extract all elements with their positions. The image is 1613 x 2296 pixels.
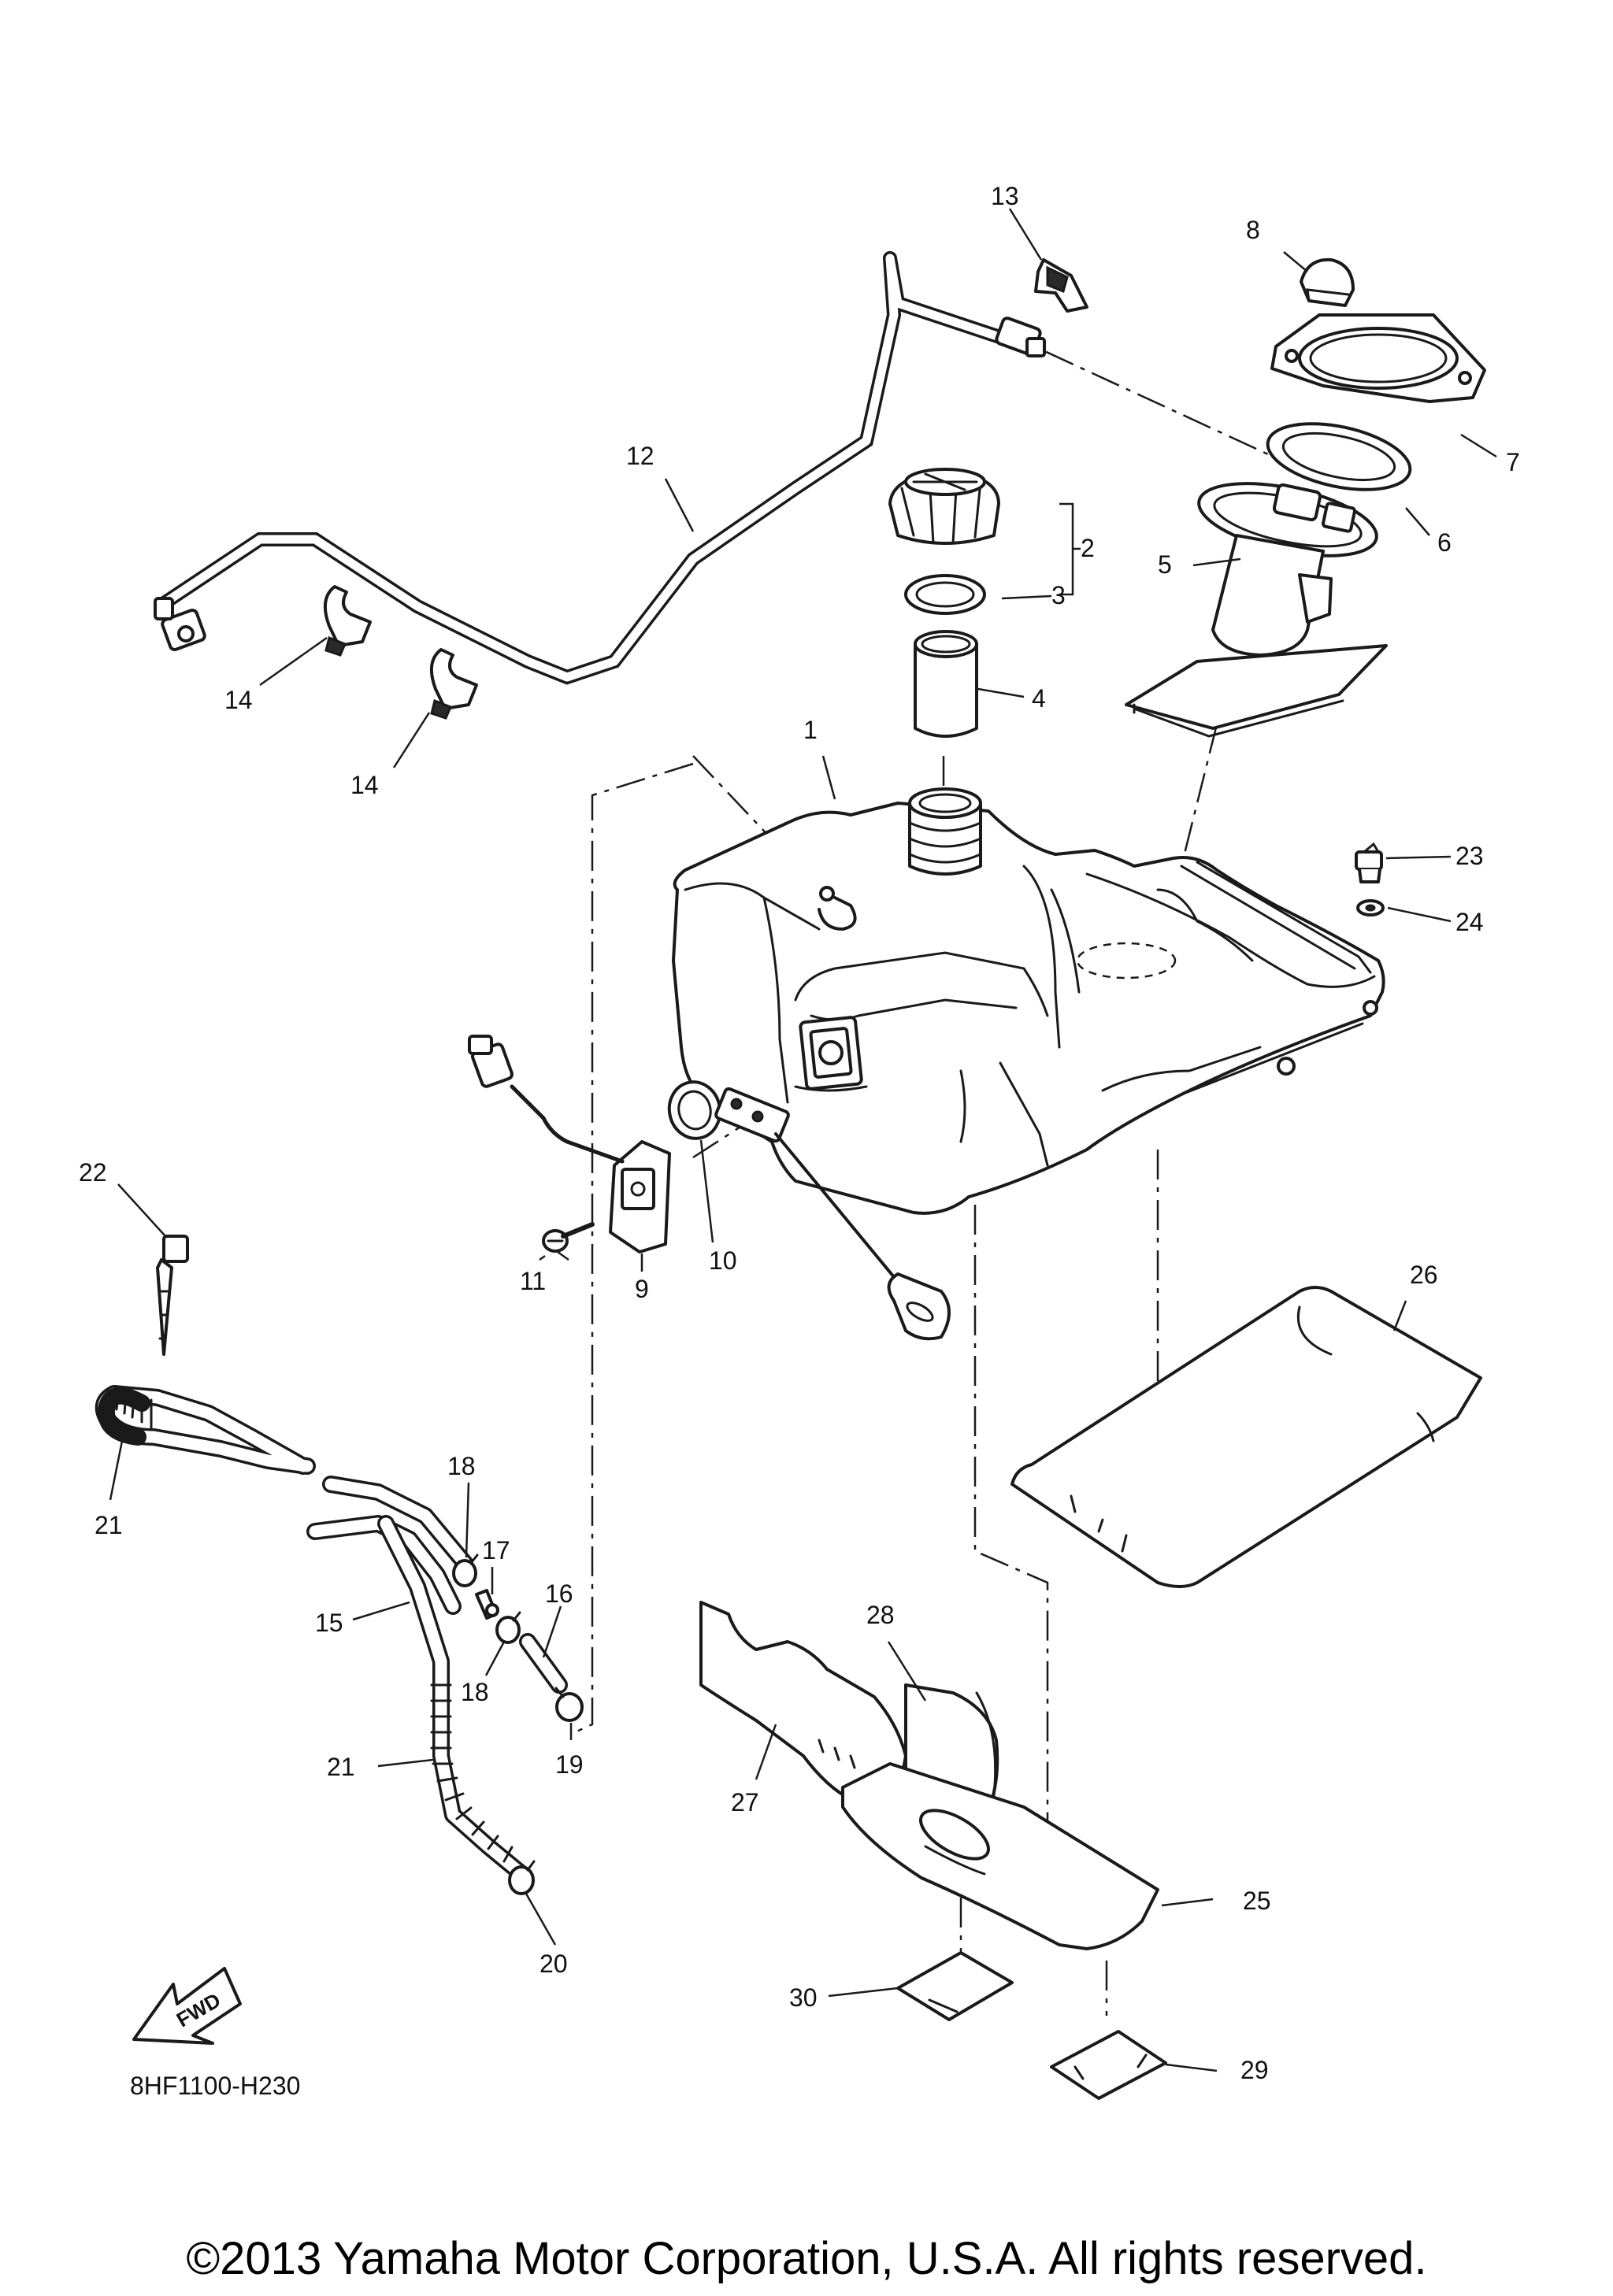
hose-clip-19 [554,1687,584,1722]
callout-28: 28 [866,1601,895,1629]
callout-21b: 21 [327,1753,355,1781]
callout-21a: 21 [95,1511,123,1539]
cap-nut-8 [1300,257,1355,307]
wire-lead-12 [154,251,1046,685]
callout-13: 13 [991,182,1019,210]
callout-14a: 14 [224,686,253,714]
callout-23: 23 [1455,842,1484,870]
callout-18b: 18 [461,1678,489,1706]
screw-11 [542,1222,595,1253]
callout-18a: 18 [447,1452,476,1480]
callout-30: 30 [789,1983,818,2012]
callout-14b: 14 [350,771,379,799]
bracket-13 [1034,258,1088,313]
callout-16: 16 [545,1579,573,1608]
callout-26: 26 [1410,1261,1438,1289]
retainer-plate-7 [1270,313,1486,403]
callout-24: 24 [1455,908,1484,936]
callout-15: 15 [315,1609,343,1637]
pad-30 [896,1951,1014,2021]
hose-clip-18b [495,1611,521,1644]
callout-17: 17 [482,1536,510,1565]
callout-11: 11 [520,1267,546,1295]
protector-25 [841,1762,1159,1950]
sender-plate-9 [468,1035,671,1254]
callout-22: 22 [79,1158,107,1187]
callout-10: 10 [709,1246,737,1275]
callout-8: 8 [1246,216,1260,244]
fuel-pump-5 [1125,482,1388,738]
callout-12: 12 [626,442,654,470]
pad-29 [1050,2030,1167,2100]
callout-2: 2 [1081,534,1095,562]
clamp-14a [323,585,372,657]
callout-27: 27 [731,1788,759,1816]
washer-24 [1356,899,1385,917]
cap-gasket-3 [904,574,986,615]
leader-lines [109,208,1497,2072]
cable-tie-22 [156,1235,189,1356]
level-sender [714,1087,951,1341]
callout-6: 6 [1437,528,1452,557]
bolt-23 [1355,842,1383,883]
hose-clip-20 [508,1860,536,1895]
wire-connector-left [154,597,206,651]
filler-sleeve-4 [914,630,978,738]
callout-29: 29 [1240,2056,1269,2084]
callout-1: 1 [803,716,818,744]
gasket-6 [1266,422,1412,491]
callout-4: 4 [1032,684,1046,713]
callout-9: 9 [635,1275,649,1303]
callout-25: 25 [1243,1887,1271,1915]
wire-connector-right [995,317,1046,357]
protector-26 [1010,1286,1482,1588]
hose-16 [519,1633,568,1694]
callout-7: 7 [1506,448,1520,476]
fuel-cap-2 [888,468,1000,545]
callout-5: 5 [1158,550,1172,579]
callout-20: 20 [540,1950,568,1978]
copyright-notice: ©2013 Yamaha Motor Corporation, U.S.A. A… [186,2233,1426,2284]
callout-19: 19 [555,1750,584,1779]
callout-numbers: 1 2 3 4 5 6 7 8 9 10 11 12 13 14 14 15 1… [79,182,1520,2084]
clamp-14b [429,648,478,720]
hose-clip-18a [452,1554,479,1587]
breather-hose [95,1385,528,1881]
forward-arrow: FWD [132,1967,242,2045]
callout-3: 3 [1051,581,1066,609]
fuel-tank-1 [672,787,1385,1215]
diagram-code: 8HF1100-H230 [130,2072,300,2100]
joint-17 [475,1589,499,1620]
